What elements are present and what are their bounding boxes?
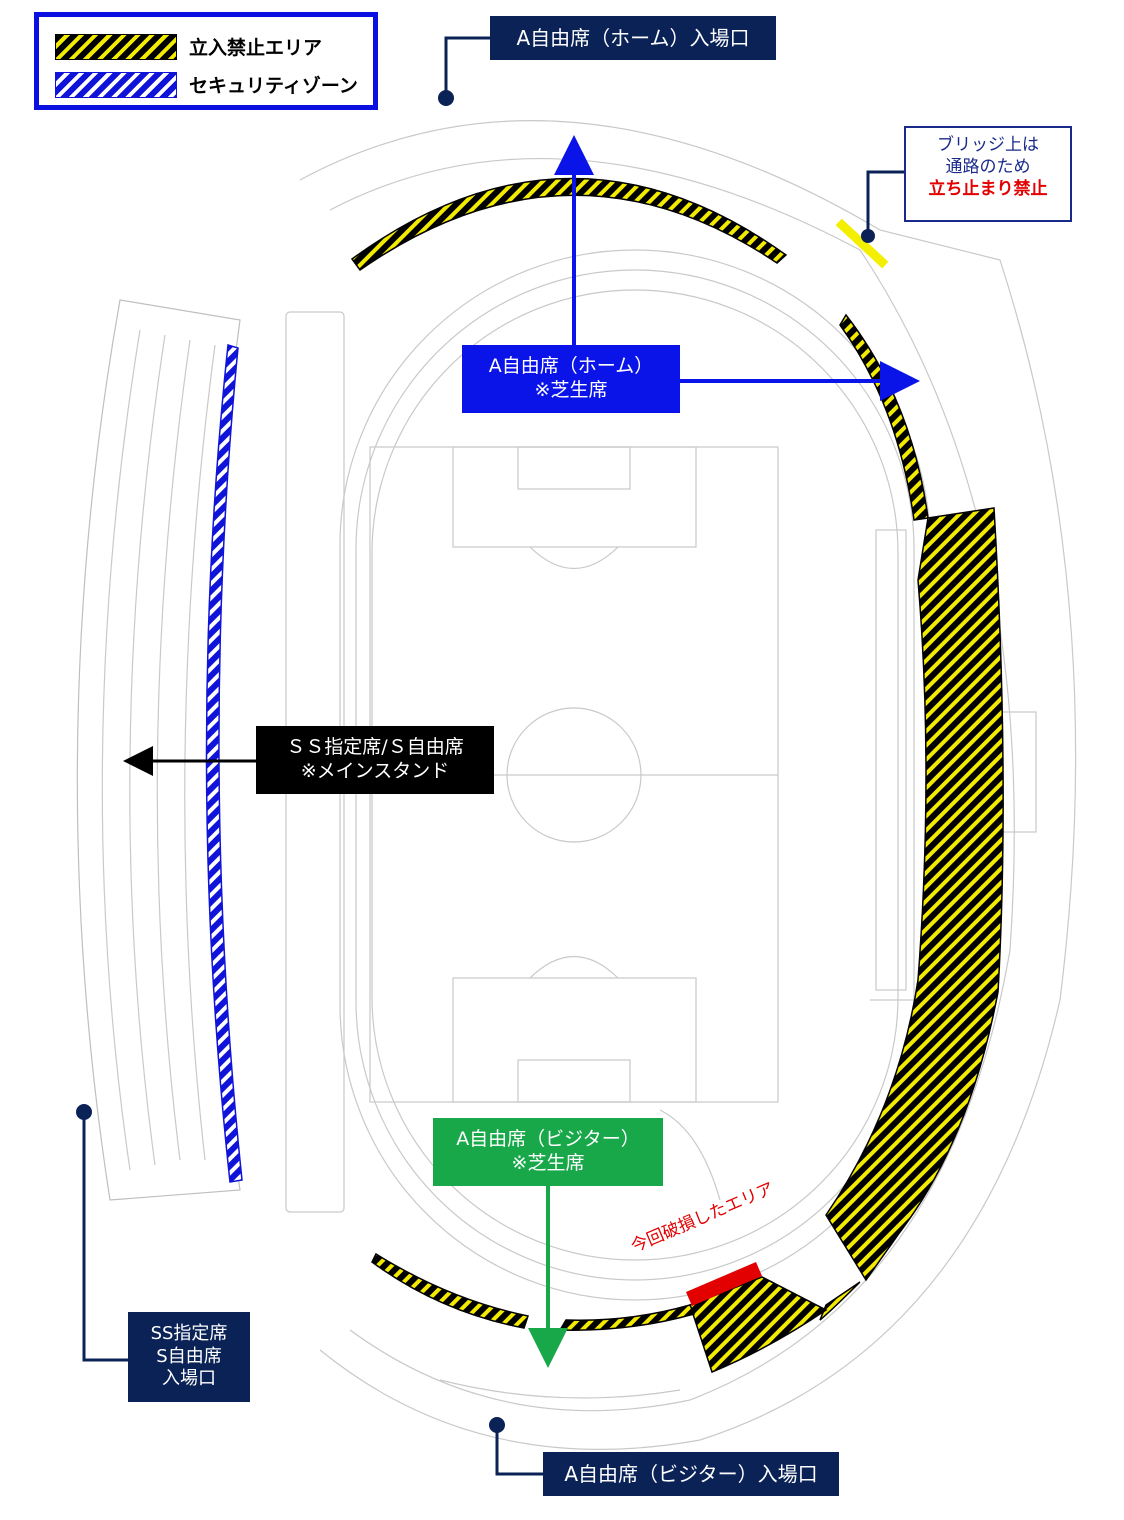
main-stand-line1: ＳＳ指定席/Ｓ自由席 — [286, 736, 464, 759]
legend-restricted: 立入禁止エリア — [55, 33, 322, 60]
home-entrance-label: A自由席（ホーム）入場口 — [490, 16, 776, 60]
leader-lines — [82, 36, 904, 1476]
legend: 立入禁止エリア セキュリティゾーン — [34, 12, 378, 110]
ss-entrance-line1: SS指定席 — [150, 1323, 228, 1345]
bridge-note-line1: ブリッジ上は — [937, 135, 1039, 155]
bridge-note-line3: 立ち止まり禁止 — [928, 179, 1048, 200]
ss-entrance-line3: 入場口 — [162, 1368, 216, 1390]
legend-security-label: セキュリティゾーン — [189, 75, 358, 97]
home-seat-label: A自由席（ホーム） ※芝生席 — [462, 345, 680, 413]
restricted-zones — [350, 177, 1004, 1374]
ss-entrance-label: SS指定席 S自由席 入場口 — [128, 1312, 250, 1402]
restricted-visitor-arc — [371, 1252, 529, 1329]
visitor-seat-line2: ※芝生席 — [511, 1152, 585, 1174]
legend-restricted-label: 立入禁止エリア — [189, 37, 323, 59]
visitor-entrance-text: A自由席（ビジター）入場口 — [564, 1461, 818, 1486]
restricted-swatch — [55, 33, 177, 60]
restricted-visitor-arc-2 — [558, 1304, 696, 1331]
bridge-note-line2: 通路のため — [945, 157, 1031, 178]
main-stand-line2: ※メインスタンド — [300, 760, 450, 782]
restricted-south-east — [819, 1281, 861, 1321]
bridge-marker — [835, 218, 889, 269]
damaged-area-marker — [686, 1262, 762, 1306]
legend-security: セキュリティゾーン — [55, 71, 358, 98]
restricted-home-arc — [350, 177, 788, 272]
restricted-damage-block — [689, 1276, 828, 1374]
ss-entrance-line2: S自由席 — [156, 1345, 222, 1367]
security-swatch — [55, 71, 177, 98]
visitor-entrance-label: A自由席（ビジター）入場口 — [543, 1452, 839, 1496]
visitor-seat-label: A自由席（ビジター） ※芝生席 — [433, 1118, 663, 1186]
main-stand-label: ＳＳ指定席/Ｓ自由席 ※メインスタンド — [256, 726, 494, 794]
bridge-note: ブリッジ上は 通路のため 立ち止まり禁止 — [904, 126, 1072, 222]
security-zone — [205, 344, 243, 1183]
restricted-east-stand — [825, 507, 1004, 1282]
leader-dots — [76, 90, 875, 1433]
visitor-seat-line1: A自由席（ビジター） — [456, 1128, 640, 1151]
home-entrance-text: A自由席（ホーム）入場口 — [516, 25, 750, 50]
home-seat-line1: A自由席（ホーム） — [488, 355, 654, 378]
home-seat-line2: ※芝生席 — [534, 379, 608, 401]
